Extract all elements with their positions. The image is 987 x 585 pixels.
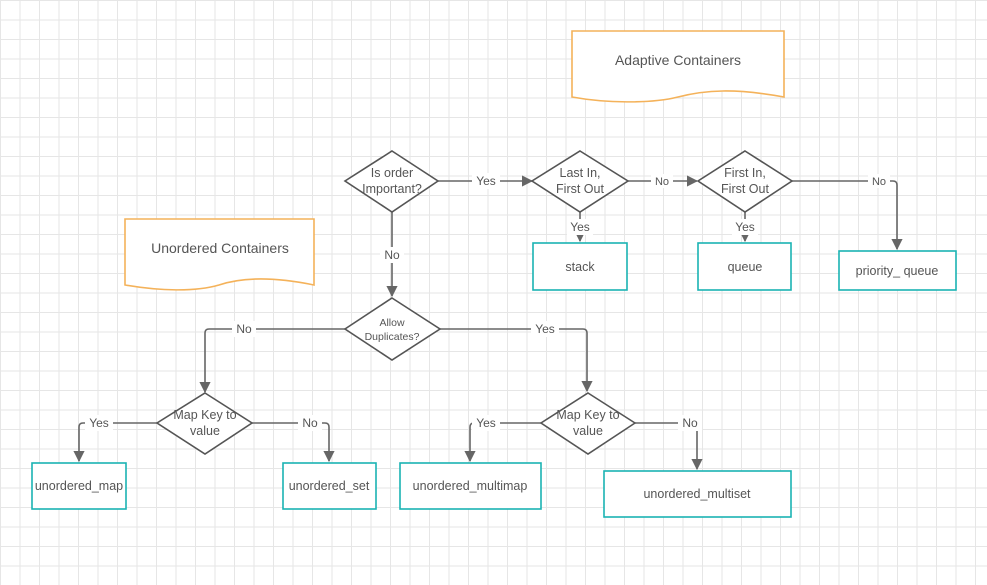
decision-dup-line2: Duplicates? [365, 331, 420, 343]
container-unordered-map-label: unordered_map [35, 479, 123, 493]
container-stack-label: stack [565, 260, 595, 274]
container-unordered-multiset: unordered_multiset [603, 470, 792, 518]
note-unordered-label: Unordered Containers [151, 240, 289, 256]
edge-label-mapl-yes: Yes [89, 416, 109, 430]
edge-labels: Yes No No Yes Yes No No Yes Yes No Yes N… [85, 173, 890, 431]
note-adaptive-label: Adaptive Containers [615, 52, 741, 68]
decision-fifo-line2: First Out [721, 182, 769, 196]
decision-map-key-right: Map Key to value [539, 392, 637, 455]
decision-lifo-line2: First Out [556, 182, 604, 196]
container-queue: queue [697, 242, 792, 291]
container-unordered-multimap: unordered_multimap [399, 462, 542, 510]
edge-label-mapl-no: No [302, 416, 318, 430]
decision-mapr-line2: value [573, 424, 603, 438]
decision-order-line2: Important? [362, 182, 422, 196]
edge-label-dup-yes: Yes [535, 322, 555, 336]
container-unordered-multimap-label: unordered_multimap [413, 479, 528, 493]
note-adaptive-containers: Adaptive Containers [571, 30, 785, 103]
decision-map-key-left: Map Key to value [155, 392, 254, 455]
decision-lifo-line1: Last In, [560, 166, 601, 180]
container-priority-queue: priority_ queue [838, 250, 957, 291]
edge-map-left-to-unordered-map [73, 422, 157, 463]
decision-mapl-line1: Map Key to [173, 408, 236, 422]
decision-fifo: First In, First Out [696, 150, 794, 213]
edge-label-fifo-yes: Yes [735, 220, 755, 234]
container-queue-label: queue [728, 260, 763, 274]
decision-mapr-line1: Map Key to [556, 408, 619, 422]
edge-map-left-to-unordered-set [252, 422, 335, 463]
edge-duplicates-to-map-right [440, 328, 593, 393]
edge-label-dup-no: No [236, 322, 252, 336]
edge-duplicates-to-map-left [199, 328, 345, 394]
decision-dup-line1: Allow [379, 317, 405, 329]
container-unordered-map: unordered_map [31, 462, 127, 510]
container-unordered-multiset-label: unordered_multiset [643, 487, 751, 501]
decision-lifo: Last In, First Out [530, 150, 630, 213]
decision-fifo-line1: First In, [724, 166, 766, 180]
container-unordered-set: unordered_set [282, 462, 377, 510]
note-unordered-containers: Unordered Containers [124, 218, 315, 291]
decision-mapl-line2: value [190, 424, 220, 438]
edge-label-lifo-yes: Yes [570, 220, 590, 234]
edge-label-lifo-no: No [655, 176, 669, 188]
decision-allow-duplicates: Allow Duplicates? [343, 297, 442, 361]
decision-order-important: Is order Important? [343, 150, 440, 213]
edge-label-order-yes: Yes [476, 174, 496, 188]
edge-fifo-to-priority-queue [792, 180, 903, 251]
decision-order-line1: Is order [371, 166, 413, 180]
container-priority-queue-label: priority_ queue [856, 264, 939, 278]
container-unordered-set-label: unordered_set [289, 479, 370, 493]
edge-label-mapr-no: No [682, 416, 698, 430]
container-stack: stack [532, 242, 628, 291]
edge-label-order-no: No [384, 248, 400, 262]
edge-label-mapr-yes: Yes [476, 416, 496, 430]
edge-label-fifo-no: No [872, 176, 886, 188]
